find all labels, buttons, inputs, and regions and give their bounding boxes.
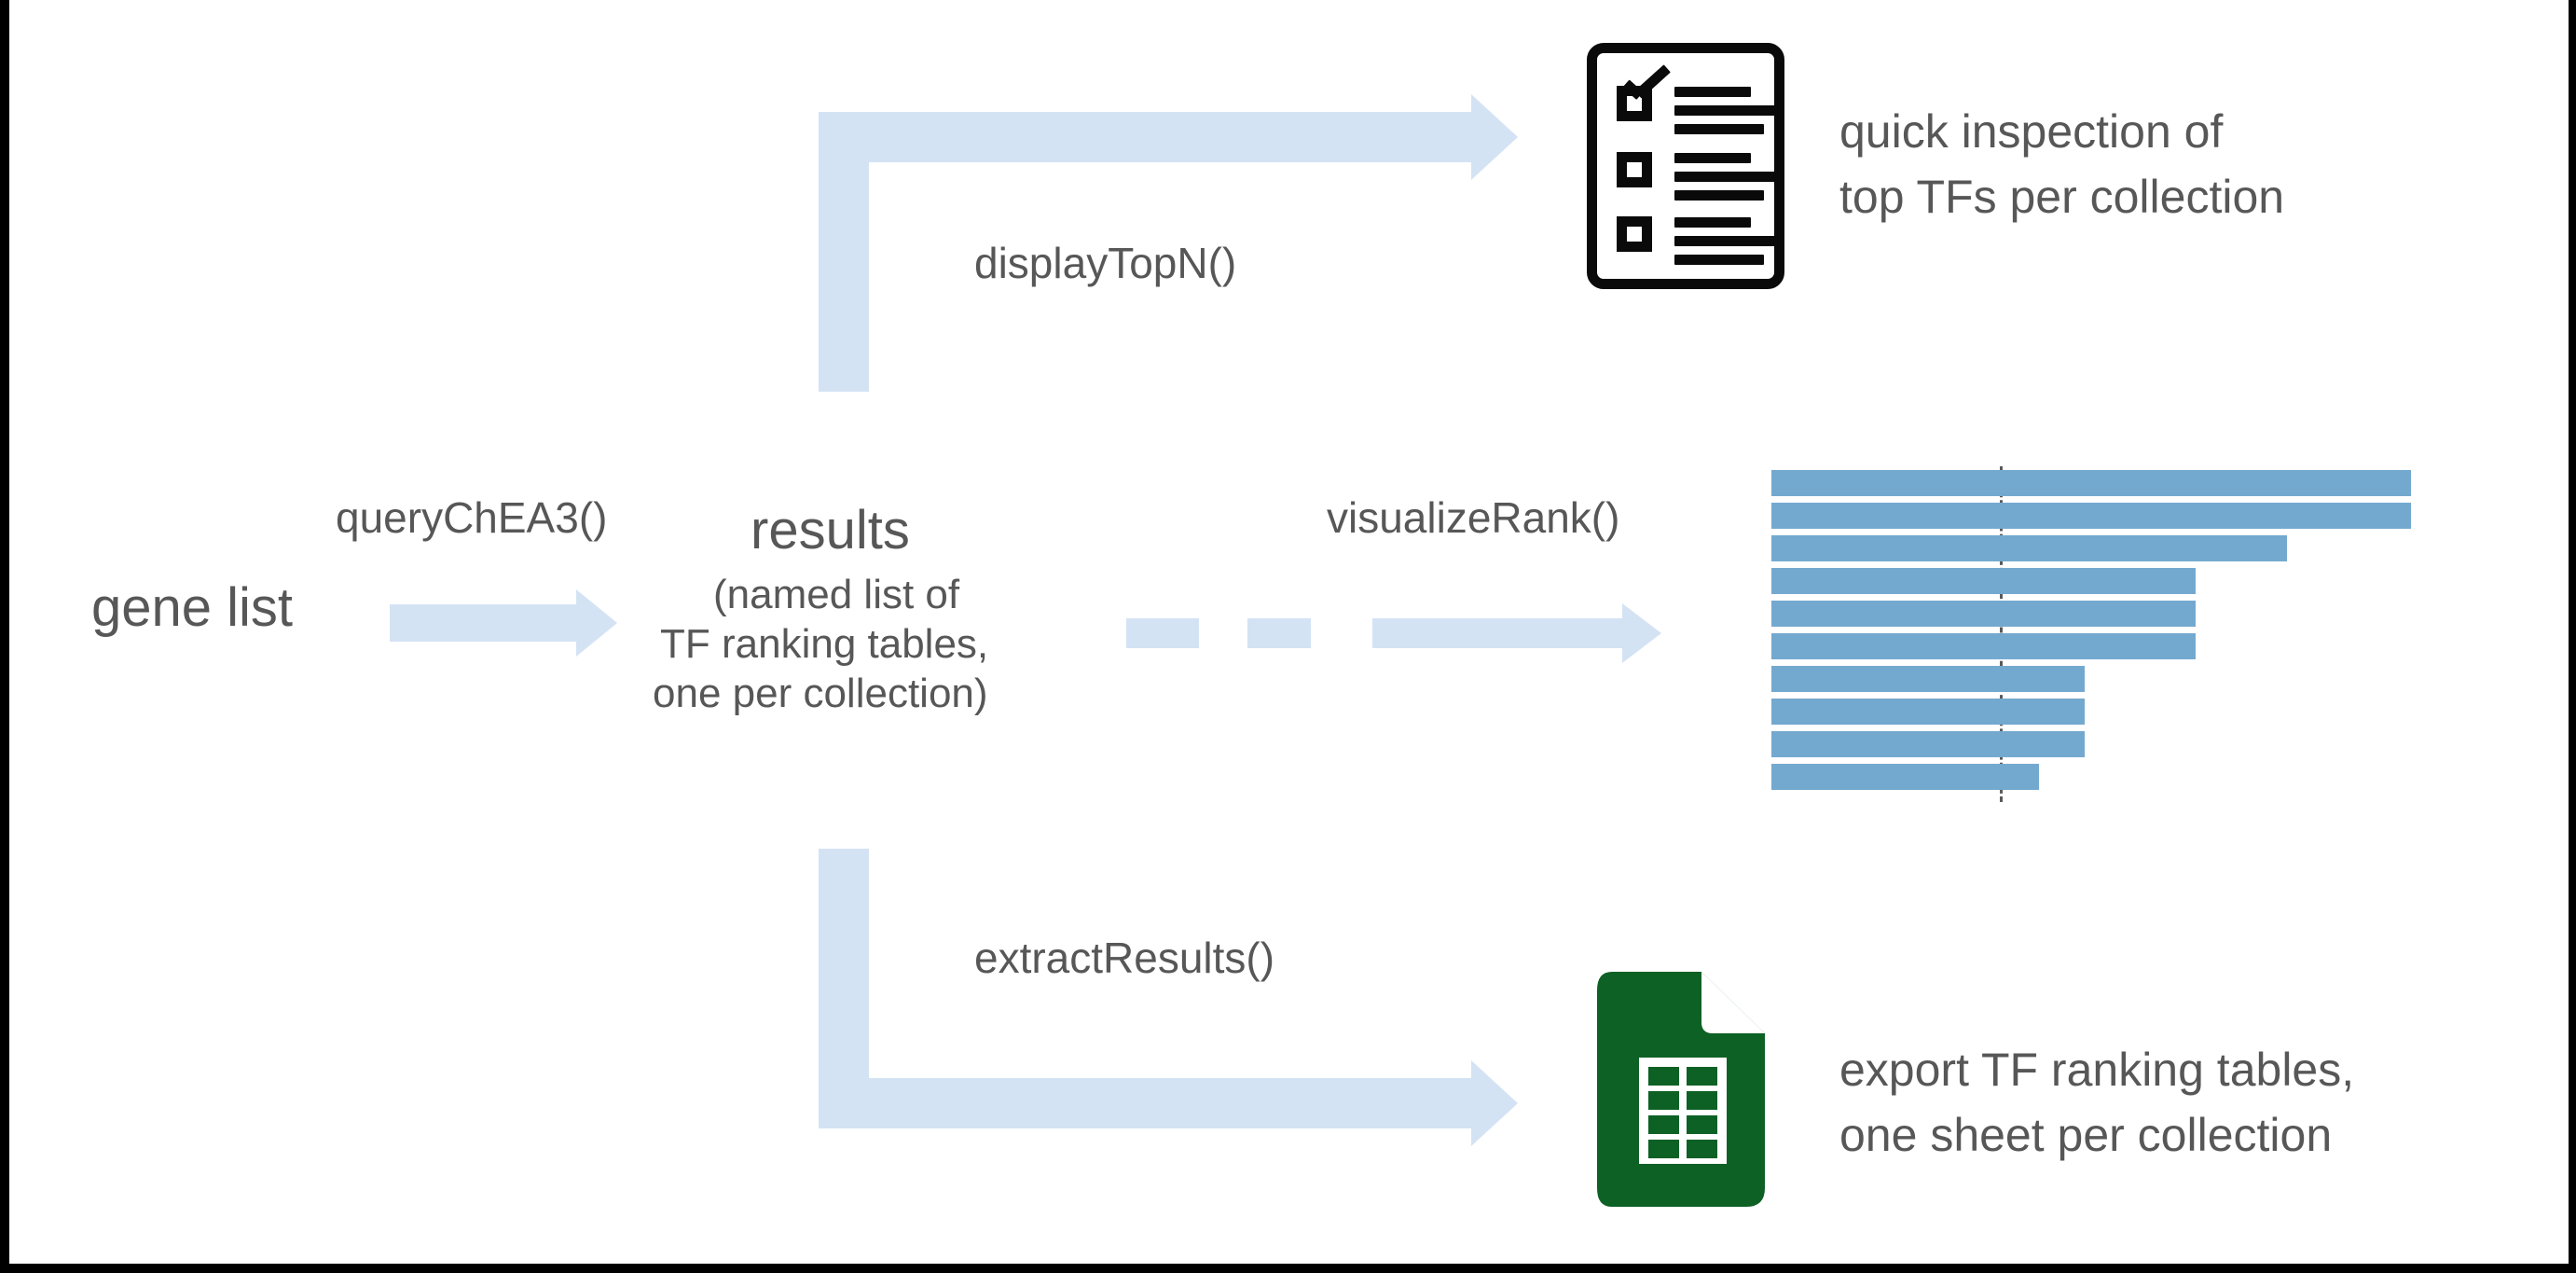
checklist-line-3c xyxy=(1674,255,1764,265)
function-label-extract-results: extractResults() xyxy=(974,934,1275,982)
diagram-sheet: displayTopN() quick inspection of top TF… xyxy=(9,0,2569,1264)
checklist-line-3b xyxy=(1674,236,1779,246)
node-detail-results-line1: (named list of xyxy=(713,572,960,617)
bar-chart-bar xyxy=(1771,699,2085,725)
function-label-visualize-rank: visualizeRank() xyxy=(1327,493,1620,542)
bar-chart-bar xyxy=(1771,633,2196,659)
visualize-rank-arrow-shaft xyxy=(1372,618,1622,648)
checklist-line-2b xyxy=(1674,172,1779,182)
display-topn-arrow-head xyxy=(1471,94,1518,180)
visualize-rank-arrow-dash-2 xyxy=(1247,618,1311,648)
node-label-results: results xyxy=(751,500,910,560)
tf-rank-bar-chart xyxy=(1771,466,2424,802)
checklist-document-icon xyxy=(1587,43,1784,289)
bar-chart-bar xyxy=(1771,601,2196,627)
checklist-line-1a xyxy=(1674,87,1751,97)
visualize-rank-arrow-head xyxy=(1622,603,1661,663)
node-detail-results-line2: TF ranking tables, xyxy=(660,621,989,667)
bar-chart-bar xyxy=(1771,470,2411,496)
function-label-query-chea3: queryChEA3() xyxy=(336,493,608,542)
top-output-text-line2: top TFs per collection xyxy=(1839,171,2285,223)
checklist-line-2a xyxy=(1674,153,1751,163)
bottom-output-text-line1: export TF ranking tables, xyxy=(1839,1044,2355,1096)
bar-chart-bar xyxy=(1771,535,2287,561)
bar-chart-bar xyxy=(1771,666,2085,692)
bar-chart-bar xyxy=(1771,568,2196,594)
query-chea3-arrow-head xyxy=(576,589,617,657)
checklist-checkbox-3 xyxy=(1617,216,1652,252)
extract-results-arrow-shaft xyxy=(819,1078,1471,1128)
extract-results-arrow-head xyxy=(1471,1060,1518,1146)
checklist-checkmark-icon xyxy=(1624,71,1673,99)
checklist-line-1b xyxy=(1674,105,1779,116)
checklist-line-2c xyxy=(1674,190,1764,201)
node-detail-results-line3: one per collection) xyxy=(653,671,988,716)
bar-chart-bar xyxy=(1771,764,2039,790)
function-label-display-topn: displayTopN() xyxy=(974,239,1237,287)
checklist-line-3a xyxy=(1674,217,1751,228)
display-topn-arrow-shaft xyxy=(819,112,1471,162)
bar-chart-bar xyxy=(1771,503,2411,529)
checklist-checkbox-2 xyxy=(1617,152,1652,187)
query-chea3-arrow-shaft xyxy=(390,604,576,642)
node-label-gene-list: gene list xyxy=(91,577,294,638)
spreadsheet-file-icon xyxy=(1597,972,1765,1207)
checklist-line-1c xyxy=(1674,124,1764,134)
top-output-text-line1: quick inspection of xyxy=(1839,105,2224,158)
bottom-output-text-line2: one sheet per collection xyxy=(1839,1109,2333,1161)
bar-chart-bar xyxy=(1771,731,2085,757)
spreadsheet-fold-corner xyxy=(1701,972,1765,1033)
spreadsheet-table-cells xyxy=(1648,1067,1717,1158)
visualize-rank-arrow-dash-1 xyxy=(1126,618,1199,648)
